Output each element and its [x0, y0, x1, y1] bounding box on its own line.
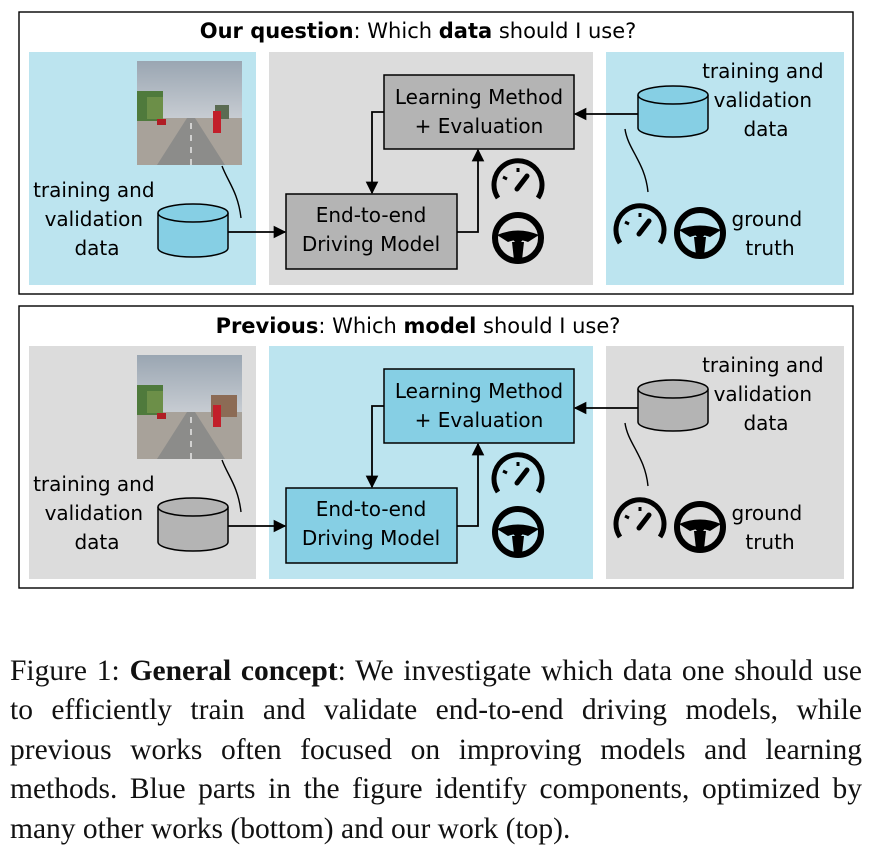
database-cylinder-icon	[158, 204, 228, 257]
database-cylinder-icon	[638, 86, 708, 137]
caption-prefix: Figure 1:	[10, 655, 130, 687]
top-panel: Our question: Which data should I use? t…	[19, 12, 853, 294]
database-cylinder-icon	[158, 498, 228, 551]
svg-text:+ Evaluation: + Evaluation	[415, 114, 544, 138]
top-model-box: End-to-end Driving Model	[286, 194, 457, 269]
svg-text:+ Evaluation: + Evaluation	[415, 408, 544, 432]
svg-text:Learning Method: Learning Method	[395, 379, 563, 403]
top-panel-title: Our question: Which data should I use?	[200, 19, 637, 43]
database-cylinder-icon	[638, 380, 708, 431]
svg-text:End-to-end: End-to-end	[316, 497, 427, 521]
road-scene-thumbnail	[137, 355, 242, 459]
concept-figure: Our question: Which data should I use? t…	[0, 0, 879, 600]
bottom-panel-title: Previous: Which model should I use?	[216, 314, 621, 338]
road-scene-thumbnail	[137, 61, 242, 165]
svg-text:Driving Model: Driving Model	[302, 232, 440, 256]
top-learning-box: Learning Method + Evaluation	[384, 75, 574, 149]
caption-bold: General concept	[130, 655, 338, 687]
svg-text:End-to-end: End-to-end	[316, 203, 427, 227]
svg-text:Learning Method: Learning Method	[395, 85, 563, 109]
bottom-learning-box: Learning Method + Evaluation	[384, 369, 574, 443]
bottom-model-box: End-to-end Driving Model	[286, 488, 457, 563]
svg-text:Driving Model: Driving Model	[302, 526, 440, 550]
bottom-panel: Previous: Which model should I use? trai…	[19, 306, 853, 588]
figure-caption: Figure 1: General concept: We investigat…	[10, 652, 862, 849]
